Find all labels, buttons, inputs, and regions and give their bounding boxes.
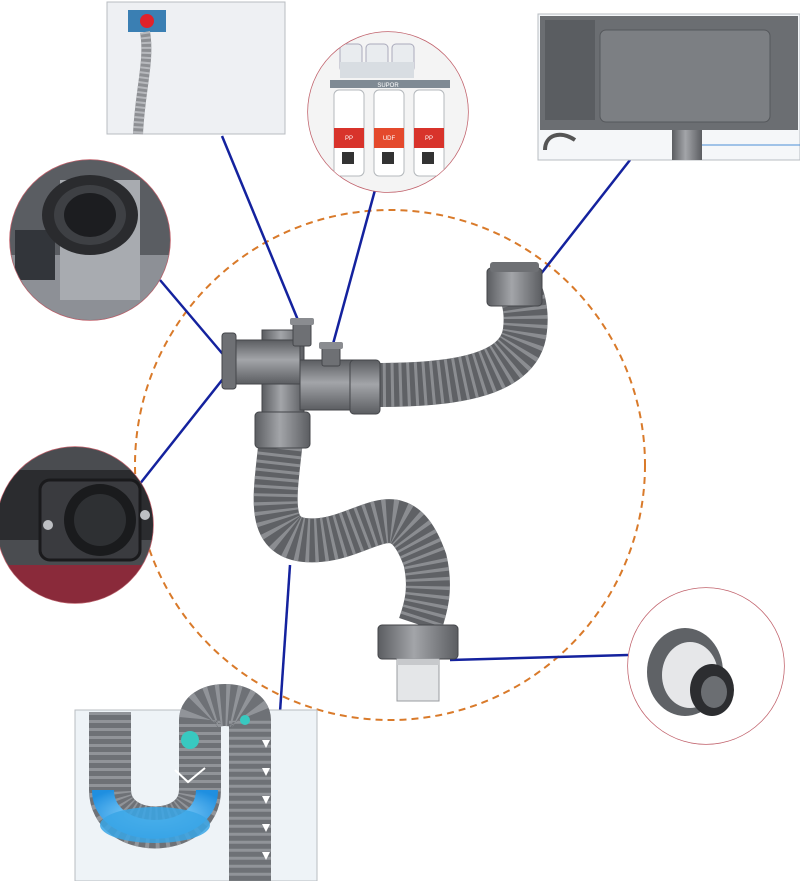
germ-icon: [181, 731, 199, 749]
overflow-photo: [9, 159, 171, 321]
sink-coupling: [486, 267, 543, 307]
connector-lines: [134, 135, 631, 713]
cartridge-label-1: PP: [345, 136, 353, 142]
outlet-nut: [377, 624, 459, 660]
flow-arrows-icon: [262, 740, 270, 860]
tee-nut: [349, 359, 381, 415]
sink-photo: [537, 13, 800, 161]
filter-photo: SUPOR PP UDF PP: [307, 31, 469, 193]
body-nut: [254, 411, 311, 449]
outlet-photo: [627, 587, 785, 745]
cartridge-label-3: PP: [425, 136, 433, 142]
connector-joint: [134, 369, 231, 491]
connector-trap: [278, 564, 292, 713]
drain-pipe-assembly: [221, 262, 548, 702]
connector-overflow: [159, 279, 233, 366]
connector-outlet: [449, 653, 629, 662]
inlet-nipple-1: [292, 321, 312, 347]
connector-valve: [220, 135, 302, 326]
valve-photo: [106, 1, 286, 135]
cartridge-label-2: UDF: [383, 136, 396, 142]
outlet-spigot: [396, 658, 440, 702]
trap-photo: [74, 684, 318, 881]
overflow-arm: [229, 339, 301, 385]
connector-sink: [539, 159, 631, 276]
pipe-joint-photo: [0, 446, 154, 604]
dashed-focus-circle: [134, 209, 646, 721]
overflow-cap: [221, 332, 237, 390]
filter-brand: SUPOR: [377, 83, 399, 89]
connector-filter: [328, 189, 377, 356]
lower-corrugated-trap: [253, 427, 450, 632]
